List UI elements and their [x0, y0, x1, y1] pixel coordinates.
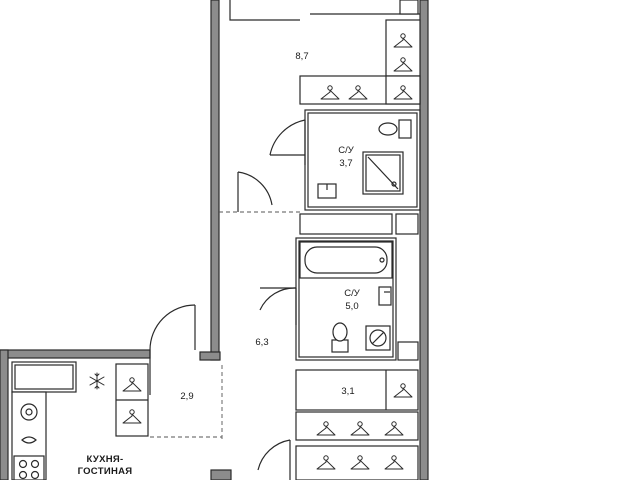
- wall-step: [199, 351, 221, 361]
- wall-corridor-left: [210, 0, 220, 361]
- sink-icon: [378, 286, 392, 306]
- kitchen-counter-top: [11, 361, 77, 393]
- sink-icon: [317, 183, 337, 199]
- area-corridor: 6,3: [255, 337, 268, 348]
- area-bathroom-2: 5,0: [345, 301, 358, 312]
- storage-room: [295, 369, 419, 411]
- area-storage: 3,1: [341, 386, 354, 397]
- wardrobe-lower-1: [295, 411, 419, 441]
- wall-bottom-stub: [210, 469, 232, 480]
- stove-icon: [13, 455, 45, 480]
- door-bathroom-1: [269, 119, 306, 156]
- dishwasher-icon: [21, 436, 37, 444]
- door-lower: [257, 439, 291, 471]
- door-entry: [149, 304, 196, 351]
- wall-exterior-right: [419, 0, 429, 480]
- top-cabinet: [399, 0, 419, 15]
- door-bathroom-2: [259, 287, 297, 311]
- toilet-icon: [331, 322, 349, 353]
- top-partition: [229, 0, 300, 21]
- kitchen-label-line1: КУХНЯ-: [87, 454, 124, 465]
- bathroom-2-title: С/У: [344, 288, 361, 299]
- area-hallway-upper: 8,7: [295, 51, 308, 62]
- wall-kitchen-left: [0, 349, 9, 480]
- washing-machine-icon: [365, 325, 391, 351]
- wall-kitchen-top: [0, 349, 151, 359]
- sink-icon: [20, 403, 38, 421]
- shaft-a: [299, 213, 393, 235]
- door-corridor: [237, 171, 273, 206]
- bathroom-1-title: С/У: [338, 145, 355, 156]
- snowflake-icon: [89, 372, 105, 390]
- shaft-c: [397, 341, 419, 361]
- toilet-icon: [378, 119, 412, 139]
- area-entry: 2,9: [180, 391, 193, 402]
- bathtub-icon: [299, 241, 393, 279]
- area-bathroom-1: 3,7: [339, 158, 352, 169]
- shower-icon: [362, 151, 404, 195]
- kitchen-label-line2: ГОСТИНАЯ: [78, 466, 133, 477]
- shaft-b: [395, 213, 419, 235]
- wardrobe-lower-2: [295, 445, 419, 480]
